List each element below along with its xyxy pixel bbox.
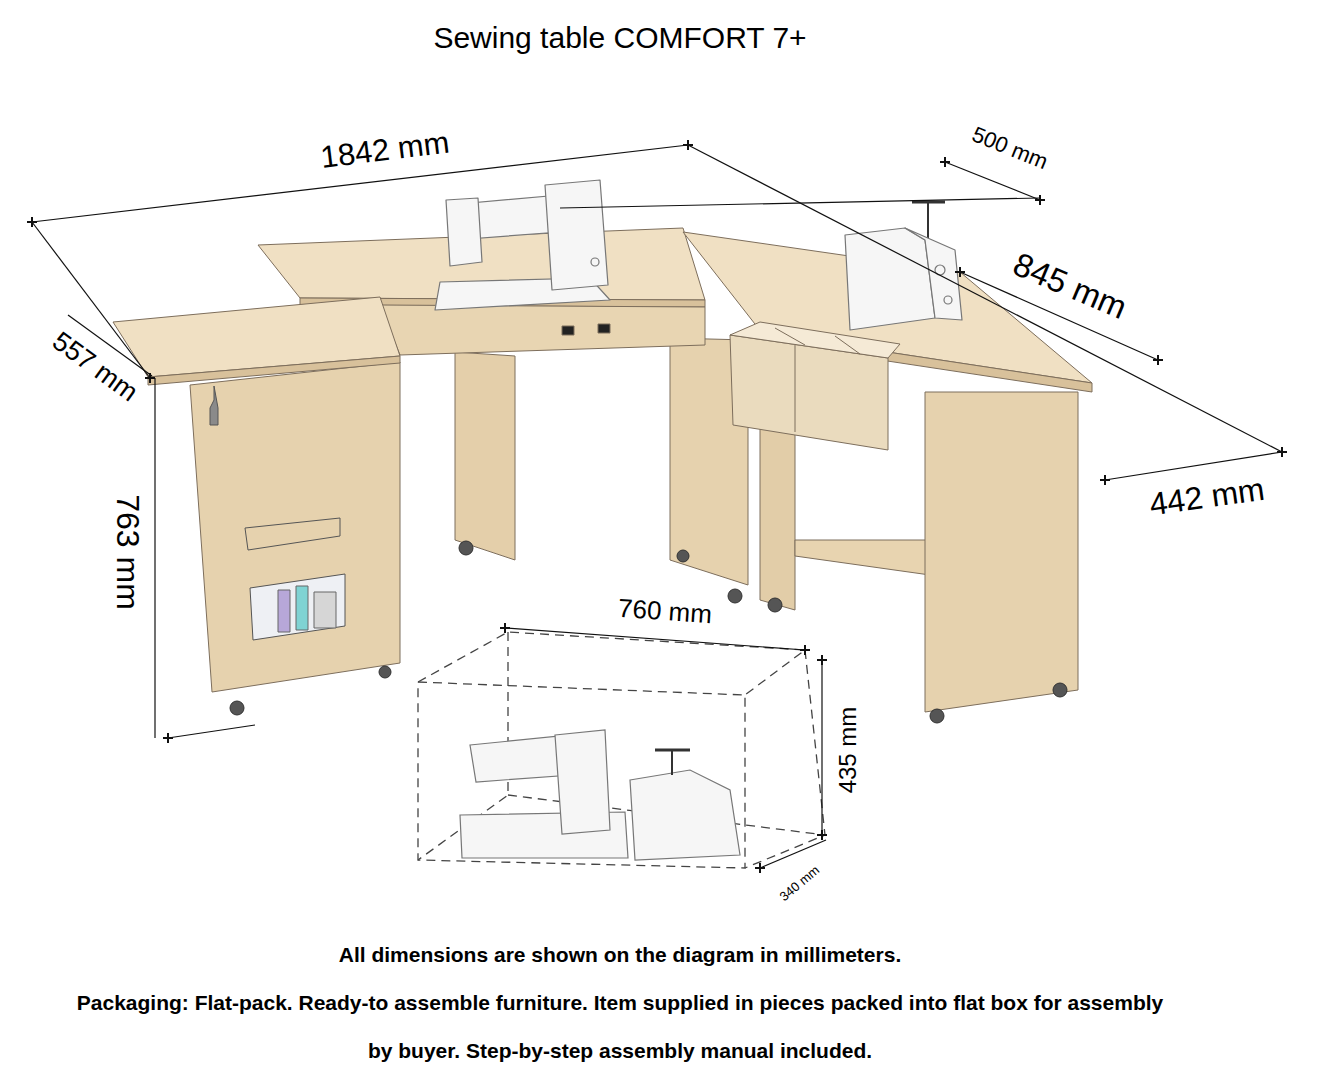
note-text: All dimensions are shown on the diagram … <box>339 943 901 967</box>
dimension-label: 500 mm <box>968 121 1051 174</box>
note-text: Packaging: Flat-pack. Ready-to assemble … <box>75 979 1165 1075</box>
dimension-label: 1842 mm <box>319 124 452 175</box>
dimension-label: 845 mm <box>1008 245 1133 327</box>
dimension-label: 340 mm <box>777 863 823 905</box>
dimension-label: 763 mm <box>110 494 147 610</box>
dimension-label: 760 mm <box>617 594 713 630</box>
dimension-label: 435 mm <box>834 707 862 794</box>
dimension-label: 442 mm <box>1147 471 1267 524</box>
diagram-title: Sewing table COMFORT 7+ <box>433 21 806 56</box>
